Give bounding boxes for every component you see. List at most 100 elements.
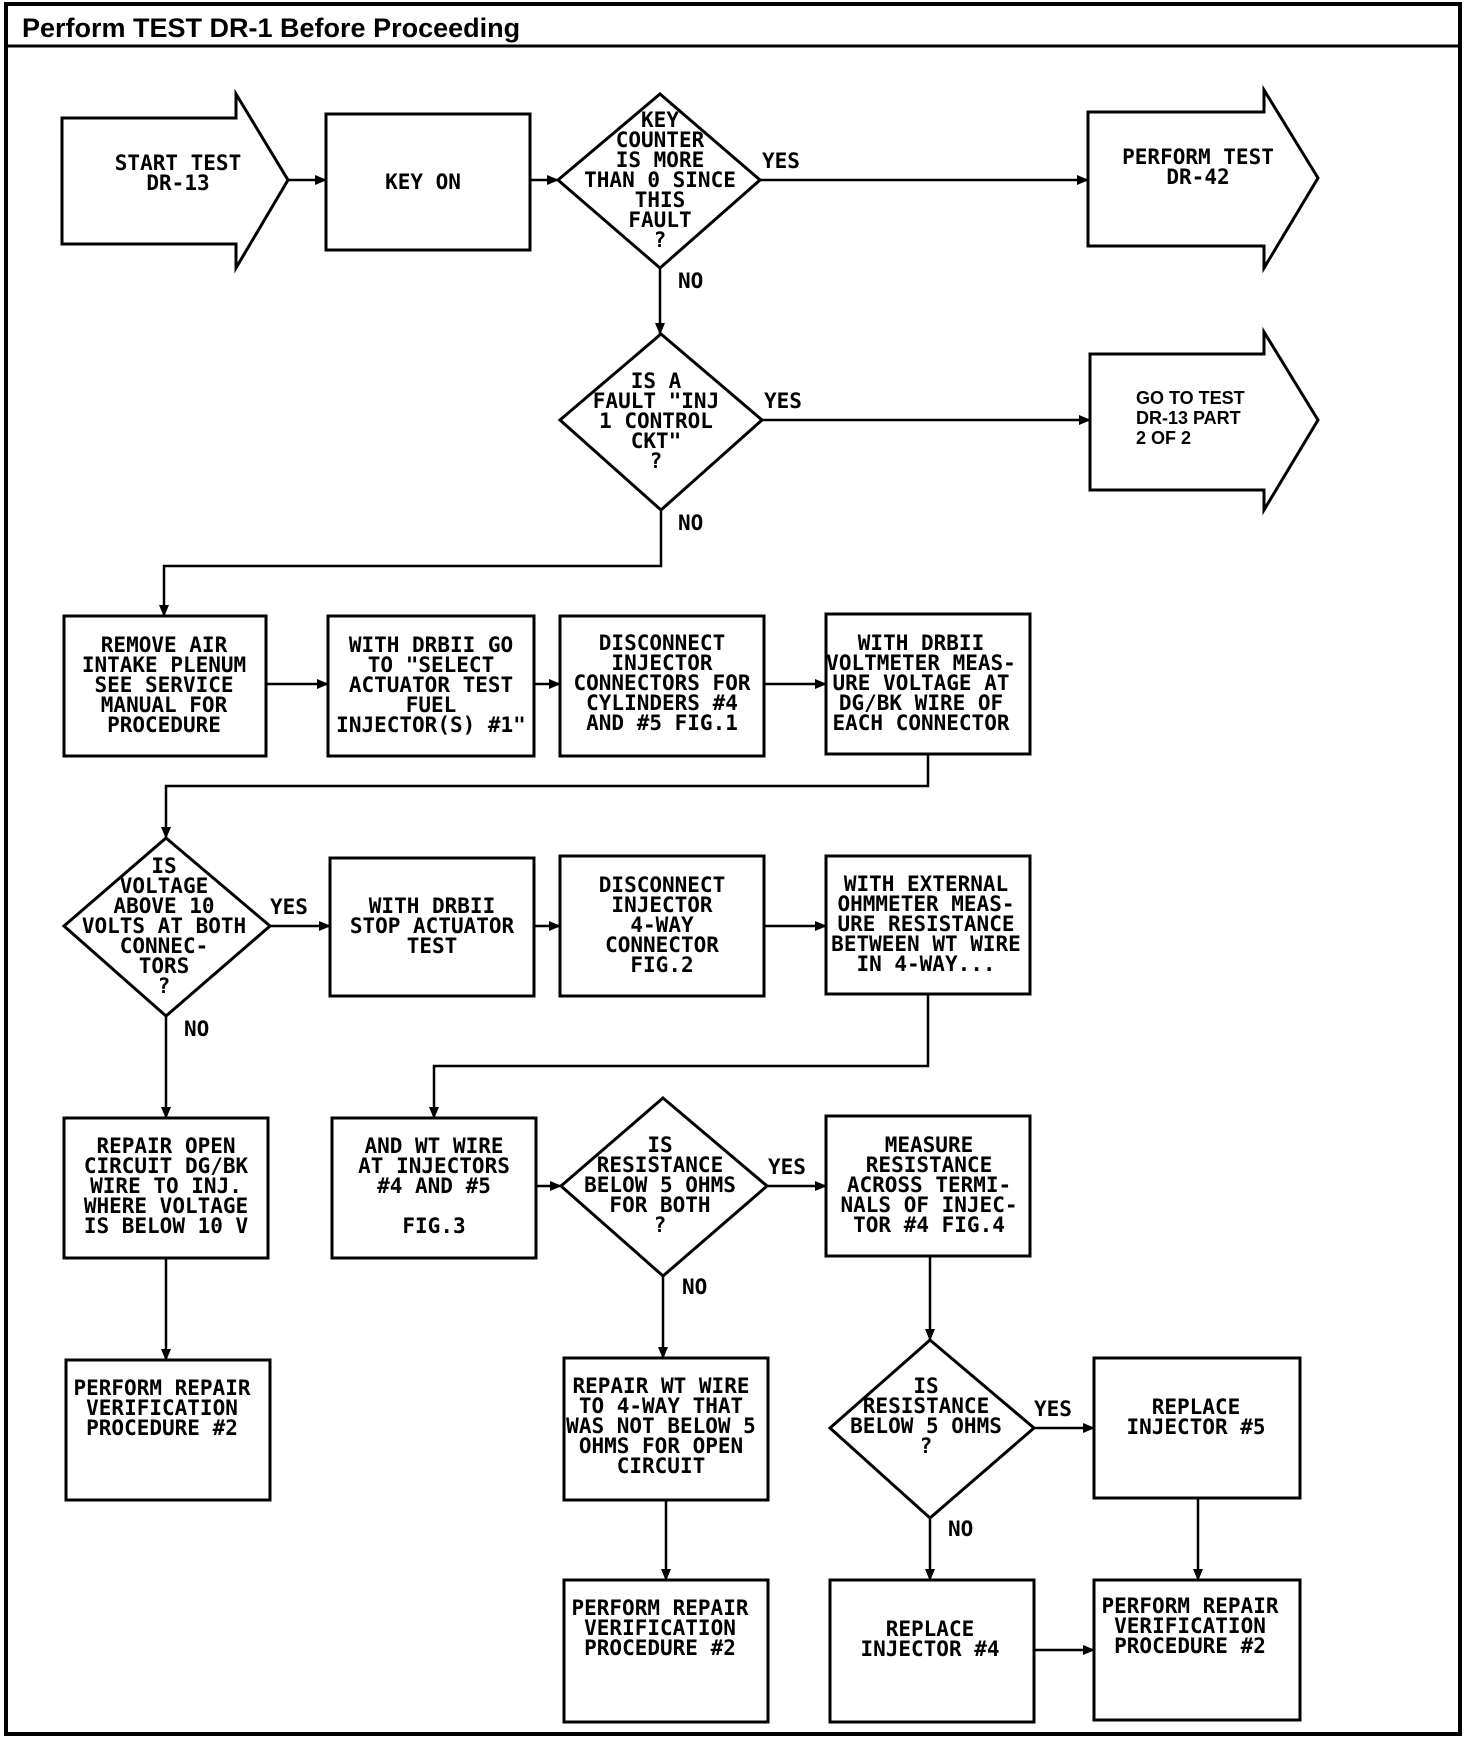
node-text-line: REPAIR OPEN — [96, 1134, 235, 1158]
node-text-line: ? — [920, 1434, 933, 1458]
node-text-line: PROCEDURE #2 — [1114, 1634, 1266, 1658]
node-text-line: ? — [654, 228, 667, 252]
node-text-line: RESISTANCE — [597, 1153, 723, 1177]
node-text-line: BELOW 5 OHMS — [850, 1414, 1002, 1438]
node-text-line: INJECTOR #5 — [1126, 1415, 1265, 1439]
node-text-line: DR-42 — [1166, 165, 1229, 189]
key-on-label: KEY ON — [385, 170, 461, 194]
goto-dr13-arrow — [1088, 326, 1320, 516]
start-test-arrow — [60, 88, 290, 274]
node-text-line: IS — [913, 1374, 938, 1398]
yes-label: YES — [762, 149, 800, 173]
node-text-line: NALS OF INJEC- — [840, 1193, 1017, 1217]
node-text-line: WITH EXTERNAL — [844, 872, 1008, 896]
node-text-line: PROCEDURE #2 — [86, 1416, 238, 1440]
node-text-line: KEY ON — [385, 170, 461, 194]
remove-air-box — [62, 614, 268, 758]
node-text-line: INTAKE PLENUM — [82, 653, 246, 677]
node-text-line: AT INJECTORS — [358, 1154, 510, 1178]
yes-label: YES — [764, 389, 802, 413]
node-text-line: FOR BOTH — [609, 1193, 710, 1217]
node-text-line: REMOVE AIR — [101, 633, 228, 657]
perform-dr42-arrow — [1086, 84, 1320, 274]
node-text-line: AND WT WIRE — [364, 1134, 503, 1158]
node-text-line: PROCEDURE — [107, 713, 221, 737]
node-text-line: VERIFICATION — [86, 1396, 238, 1420]
node-text-line: IS — [647, 1133, 672, 1157]
node-text-line: WIRE TO INJ. — [90, 1174, 242, 1198]
node-text-line: WAS NOT BELOW 5 — [566, 1414, 756, 1438]
node-text-line: REPAIR WT WIRE — [572, 1374, 749, 1398]
no-label: NO — [678, 511, 703, 535]
node-text-line: MEASURE — [885, 1133, 974, 1157]
node-text-line: IS MORE — [616, 148, 705, 172]
edge-voltmeter-voltage — [161, 754, 930, 839]
yes-label: YES — [270, 895, 308, 919]
outer-frame — [4, 2, 1462, 1736]
node-text-line: INJECTOR — [611, 893, 713, 917]
node-text-line: BELOW 5 OHMS — [584, 1173, 736, 1197]
node-text-line: IS A — [631, 369, 682, 393]
repair-open-circuit-box — [62, 1116, 270, 1260]
node-text-line: FAULT "INJ — [593, 389, 719, 413]
node-text-line: PERFORM REPAIR — [1101, 1594, 1278, 1618]
page-title: Perform TEST DR-1 Before Proceeding — [22, 13, 520, 43]
node-text-line: INJECTOR #4 — [860, 1637, 999, 1661]
node-text-line: 2 OF 2 — [1136, 428, 1191, 448]
wt-wire-injectors-box — [330, 1116, 538, 1260]
node-text-line: ACTUATOR TEST — [349, 673, 513, 697]
node-text-line: CIRCUIT — [617, 1454, 706, 1478]
node-text-line: #4 AND #5 — [377, 1174, 491, 1198]
node-text-line: TEST — [407, 934, 458, 958]
node-text-line: VOLTAGE — [120, 874, 209, 898]
node-text-line: KEY — [641, 108, 679, 132]
node-text-line: DG/BK WIRE OF — [839, 691, 1003, 715]
node-text-line: TOR #4 FIG.4 — [853, 1213, 1005, 1237]
node-text-line: SEE SERVICE — [94, 673, 233, 697]
node-text-line: WITH DRBII — [369, 894, 495, 918]
node-text-line: RESISTANCE — [866, 1153, 992, 1177]
node-text-line: IN 4-WAY... — [856, 952, 995, 976]
node-text-line: TORS — [139, 954, 190, 978]
key-on-box — [324, 112, 532, 252]
node-text-line: OHMMETER MEAS- — [837, 892, 1014, 916]
node-text-line: IS BELOW 10 V — [84, 1214, 249, 1238]
node-text-line: ? — [650, 449, 663, 473]
node-text-line: ABOVE 10 — [113, 894, 214, 918]
node-text-line: START TEST — [115, 151, 241, 175]
prv-left-box — [64, 1358, 272, 1502]
node-text-line: ? — [654, 1213, 667, 1237]
no-label: NO — [948, 1517, 973, 1541]
node-text-line: WITH DRBII GO — [349, 633, 513, 657]
node-text-line: GO TO TEST — [1136, 388, 1245, 408]
node-text-line: AND #5 FIG.1 — [586, 711, 738, 735]
node-text-line: ? — [158, 974, 171, 998]
ohmmeter-measure-box — [824, 854, 1032, 996]
node-text-line: INJECTOR(S) #1" — [336, 713, 526, 737]
node-text-line: WHERE VOLTAGE — [84, 1194, 248, 1218]
node-text-line: PERFORM REPAIR — [571, 1596, 748, 1620]
node-text-line: DISCONNECT — [599, 873, 725, 897]
node-text-line: URE RESISTANCE — [837, 912, 1014, 936]
node-text-line: PROCEDURE #2 — [584, 1636, 736, 1660]
no-label: NO — [184, 1017, 209, 1041]
node-text-line: FAULT — [628, 208, 691, 232]
node-text-line: VOLTS AT BOTH — [82, 914, 246, 938]
